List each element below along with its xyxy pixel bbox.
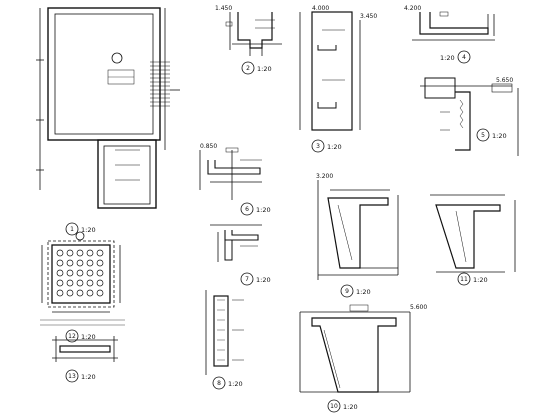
detail-11-scale: 1:20 bbox=[473, 276, 488, 284]
detail-9-marker bbox=[340, 284, 354, 298]
detail-9-number: 9 bbox=[345, 288, 349, 295]
detail-5-scale: 1:20 bbox=[492, 132, 507, 140]
detail-7-number: 7 bbox=[245, 276, 249, 283]
detail-3-section bbox=[299, 11, 361, 131]
detail-12-marker bbox=[65, 329, 79, 343]
detail-8-number: 8 bbox=[217, 380, 221, 387]
detail-3-scale: 1:20 bbox=[327, 143, 342, 151]
detail-10-number: 10 bbox=[330, 403, 338, 410]
dim-label: 3.200 bbox=[316, 173, 333, 180]
detail-2-number: 2 bbox=[246, 65, 250, 72]
detail-10-section bbox=[299, 304, 411, 393]
detail-5-number: 5 bbox=[481, 132, 485, 139]
detail-13-number: 13 bbox=[68, 373, 76, 380]
detail-9-scale: 1:20 bbox=[356, 288, 371, 296]
detail-1-scale: 1:20 bbox=[81, 226, 96, 234]
dim-label: 5.600 bbox=[410, 304, 427, 311]
detail-8-marker bbox=[212, 376, 226, 390]
detail-8-scale: 1:20 bbox=[228, 380, 243, 388]
detail-12-scale: 1:20 bbox=[81, 333, 96, 341]
detail-12-plan bbox=[40, 231, 125, 326]
detail-4-marker bbox=[457, 50, 471, 64]
detail-1-number: 1 bbox=[70, 226, 74, 233]
detail-1-marker bbox=[65, 222, 79, 236]
detail-7-section bbox=[210, 224, 262, 262]
detail-7-scale: 1:20 bbox=[256, 276, 271, 284]
detail-3-number: 3 bbox=[316, 143, 320, 150]
detail-8-section bbox=[205, 290, 244, 375]
dim-label: 5.650 bbox=[496, 77, 513, 84]
detail-4-scale: 1:20 bbox=[440, 54, 455, 62]
detail-6-scale: 1:20 bbox=[256, 206, 271, 214]
detail-11-marker bbox=[457, 272, 471, 286]
detail-3-marker bbox=[311, 139, 325, 153]
detail-6-number: 6 bbox=[245, 206, 249, 213]
detail-2-scale: 1:20 bbox=[257, 65, 272, 73]
detail-6-section bbox=[199, 147, 262, 200]
detail-13-section bbox=[52, 336, 118, 362]
detail-12-number: 12 bbox=[68, 333, 76, 340]
detail-1-plan bbox=[36, 7, 180, 209]
detail-2-marker bbox=[241, 61, 255, 75]
dim-label: 4.000 bbox=[312, 5, 329, 12]
detail-2-section bbox=[225, 12, 282, 56]
detail-4-section bbox=[412, 11, 495, 41]
detail-4-number: 4 bbox=[462, 54, 466, 61]
detail-6-marker bbox=[240, 202, 254, 216]
detail-10-scale: 1:20 bbox=[343, 403, 358, 411]
detail-5-marker bbox=[476, 128, 490, 142]
detail-13-scale: 1:20 bbox=[81, 373, 96, 381]
detail-7-marker bbox=[240, 272, 254, 286]
detail-5-section bbox=[420, 77, 519, 156]
dim-label: 3.450 bbox=[360, 13, 377, 20]
detail-13-marker bbox=[65, 369, 79, 383]
detail-9-section bbox=[317, 180, 399, 280]
dim-label: 0.850 bbox=[200, 143, 217, 150]
detail-11-number: 11 bbox=[460, 276, 468, 283]
detail-10-marker bbox=[327, 399, 341, 413]
detail-11-section bbox=[430, 194, 516, 273]
dim-label: 4.200 bbox=[404, 5, 421, 12]
dim-label: 1.450 bbox=[215, 5, 232, 12]
